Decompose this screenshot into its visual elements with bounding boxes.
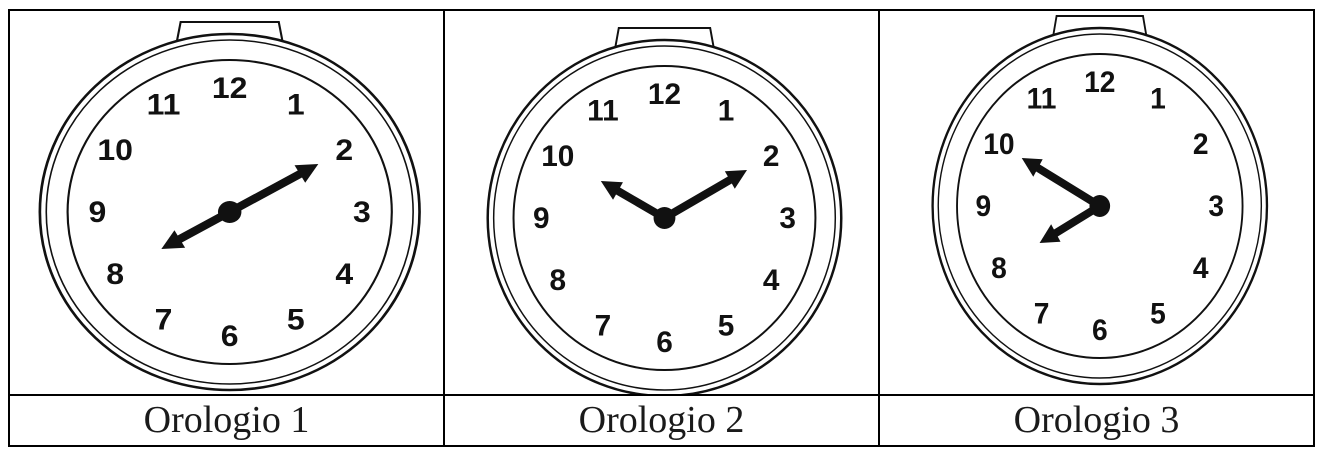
clock-face-2: 12 12 3 45 6 789 10 11 (445, 11, 878, 394)
numeral-5: 5 (1150, 298, 1166, 331)
numeral-10: 10 (541, 140, 574, 173)
numeral-5: 5 (718, 309, 735, 342)
numeral-7: 7 (595, 309, 612, 342)
numeral-3: 3 (779, 202, 796, 235)
label-row: Orologio 1 Orologio 2 Orologio 3 (9, 395, 1314, 446)
numeral-2: 2 (763, 140, 780, 173)
numeral-6: 6 (1092, 314, 1108, 347)
numeral-7: 7 (1034, 298, 1050, 331)
numeral-11: 11 (587, 95, 618, 128)
clock-label-3: Orologio 3 (879, 395, 1314, 446)
numeral-1: 1 (287, 88, 305, 122)
numeral-10: 10 (983, 128, 1014, 161)
numeral-8: 8 (550, 264, 567, 297)
numeral-3: 3 (1208, 190, 1224, 223)
numeral-9: 9 (89, 195, 107, 229)
numeral-12: 12 (1084, 66, 1115, 99)
numeral-11: 11 (1027, 83, 1057, 116)
numeral-8: 8 (106, 257, 124, 291)
numeral-8: 8 (991, 252, 1007, 285)
numeral-5: 5 (287, 302, 305, 336)
numeral-6: 6 (656, 326, 673, 359)
numeral-10: 10 (97, 133, 133, 167)
numeral-4: 4 (335, 257, 354, 291)
numeral-6: 6 (221, 319, 239, 353)
numeral-12: 12 (648, 78, 681, 111)
numeral-2: 2 (335, 133, 353, 167)
numeral-4: 4 (1193, 252, 1209, 285)
center-pivot (218, 201, 241, 223)
numeral-1: 1 (1150, 83, 1166, 116)
center-pivot (654, 207, 676, 229)
clock-label-1: Orologio 1 (9, 395, 444, 446)
numeral-2: 2 (1193, 128, 1209, 161)
numeral-7: 7 (155, 302, 173, 336)
numeral-9: 9 (533, 202, 550, 235)
numeral-12: 12 (212, 71, 248, 105)
center-pivot (1089, 195, 1110, 217)
numeral-9: 9 (975, 190, 991, 223)
numeral-11: 11 (147, 88, 181, 122)
numeral-4: 4 (763, 264, 780, 297)
clock-face-3: 12 12 3 45 6 789 10 11 (880, 11, 1313, 394)
numeral-3: 3 (353, 195, 371, 229)
numeral-1: 1 (718, 95, 735, 128)
clock-label-2: Orologio 2 (444, 395, 879, 446)
